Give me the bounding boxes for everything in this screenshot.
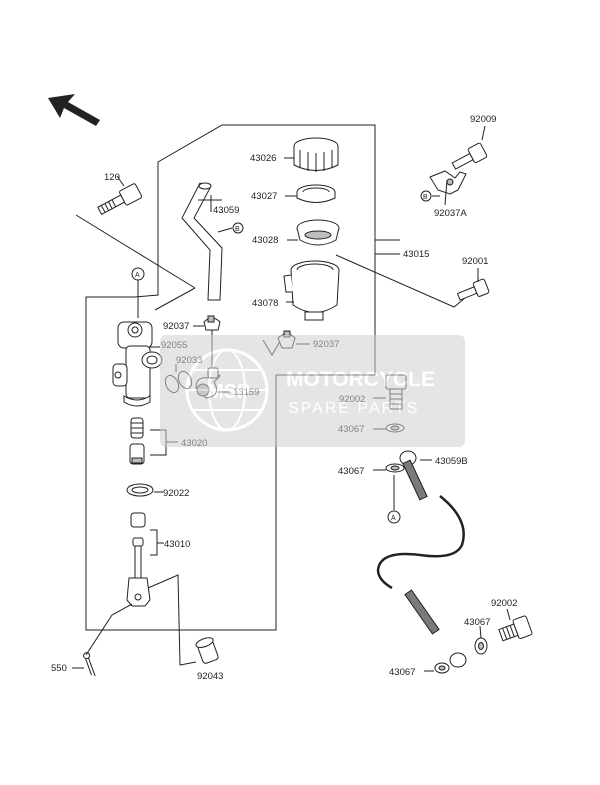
svg-text:B: B [423,194,428,201]
leader-550 [85,603,133,656]
reservoir-cap-43026 [293,137,339,172]
label-92009: 92009 [470,114,496,125]
leader-120 [116,175,125,187]
front-direction-arrow-icon [48,94,100,126]
clevis-pin-92043 [195,637,219,664]
label-92043: 92043 [197,671,223,682]
label-92022: 92022 [163,488,189,499]
washer-43067-c [474,637,488,655]
watermark-line1: MOTORCYCLE [286,368,435,391]
ref-b-marker-bracket: B [420,190,432,202]
piston-spring-43020 [129,417,145,465]
snap-ring-92022 [126,483,154,497]
brake-hose-43059B [376,450,467,668]
cotter-pin-550 [83,652,96,677]
label-43010: 43010 [164,539,190,550]
push-rod-43010 [126,512,151,607]
assembly-outline [75,124,466,631]
ref-b-marker-hose: B [232,222,244,234]
leader-92009 [481,125,486,141]
label-43067-d: 43067 [389,667,415,678]
label-43028: 43028 [252,235,278,246]
label-43026: 43026 [250,153,276,164]
plate-43027 [296,184,336,203]
leader-92037A [444,179,448,206]
leader-92043 [147,574,197,666]
watermark: MSP MOTORCYCLE SPARE PARTS [160,335,465,447]
bracket-43010 [150,529,158,556]
diaphragm-43028 [296,219,340,246]
label-120: 120 [104,172,120,183]
watermark-line2: SPARE PARTS [288,400,419,417]
svg-text:A: A [135,272,140,279]
bracket-clamp-92037A [429,170,467,195]
label-43078: 43078 [252,298,278,309]
master-cylinder-body [112,321,163,407]
label-43059B: 43059B [435,456,468,467]
watermark-globe-logo: MSP [185,348,269,432]
label-550: 550 [51,663,67,674]
label-43015: 43015 [403,249,429,260]
bolt-92001 [456,278,490,301]
leader-92002-bottom [506,608,511,621]
label-92001: 92001 [462,256,488,267]
hose-clamp-92037-left [203,315,221,331]
ref-a-marker-top: A [131,267,145,281]
label-43067-b: 43067 [338,466,364,477]
hose-43059 [181,182,223,301]
label-92002-bottom: 92002 [491,598,517,609]
washer-43067-d [434,662,450,674]
svg-text:B: B [235,226,240,233]
label-43067-c: 43067 [464,617,490,628]
label-43027: 43027 [251,191,277,202]
leader-43067-c [479,625,482,639]
bolt-120 [97,183,143,216]
ref-a-marker-bottom: A [387,510,401,524]
svg-text:MSP: MSP [207,381,250,403]
reservoir-43078 [283,260,340,321]
leader-ref-b-hose [217,227,233,233]
label-92037-left: 92037 [163,321,189,332]
washer-43067-b [385,463,405,473]
label-92037A: 92037A [434,208,467,219]
label-43059: 43059 [213,205,239,216]
bolt-92009 [451,142,488,170]
svg-text:A: A [391,515,396,522]
banjo-bolt-92002-bottom [498,615,533,642]
